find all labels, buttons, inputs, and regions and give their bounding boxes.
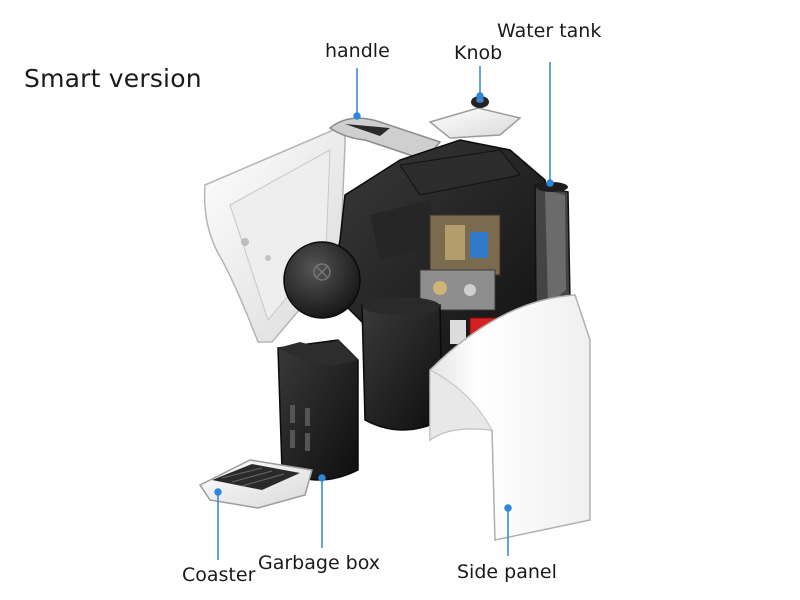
coaster-part bbox=[198, 459, 313, 509]
leader-knob-dot bbox=[476, 92, 484, 100]
leader-side-panel-dot bbox=[504, 504, 512, 512]
diagram-title: Smart version bbox=[24, 64, 202, 93]
knob-part bbox=[428, 96, 522, 139]
leader-garbage-box-dot bbox=[318, 474, 326, 482]
side-panel-part bbox=[429, 294, 591, 541]
water-tank-part bbox=[534, 182, 571, 321]
leader-water-tank-dot bbox=[546, 179, 554, 187]
label-knob: Knob bbox=[454, 42, 503, 64]
garbage-box-part bbox=[277, 339, 359, 481]
leader-lines bbox=[214, 62, 554, 560]
label-side-panel: Side panel bbox=[457, 561, 557, 583]
cylinder-body bbox=[361, 297, 443, 431]
label-garbage-box: Garbage box bbox=[258, 552, 381, 574]
leader-coaster-dot bbox=[214, 488, 222, 496]
brew-head bbox=[283, 241, 361, 319]
label-coaster: Coaster bbox=[182, 564, 256, 586]
label-water-tank: Water tank bbox=[497, 20, 602, 42]
leader-handle-dot bbox=[353, 112, 361, 120]
label-handle: handle bbox=[325, 40, 390, 62]
